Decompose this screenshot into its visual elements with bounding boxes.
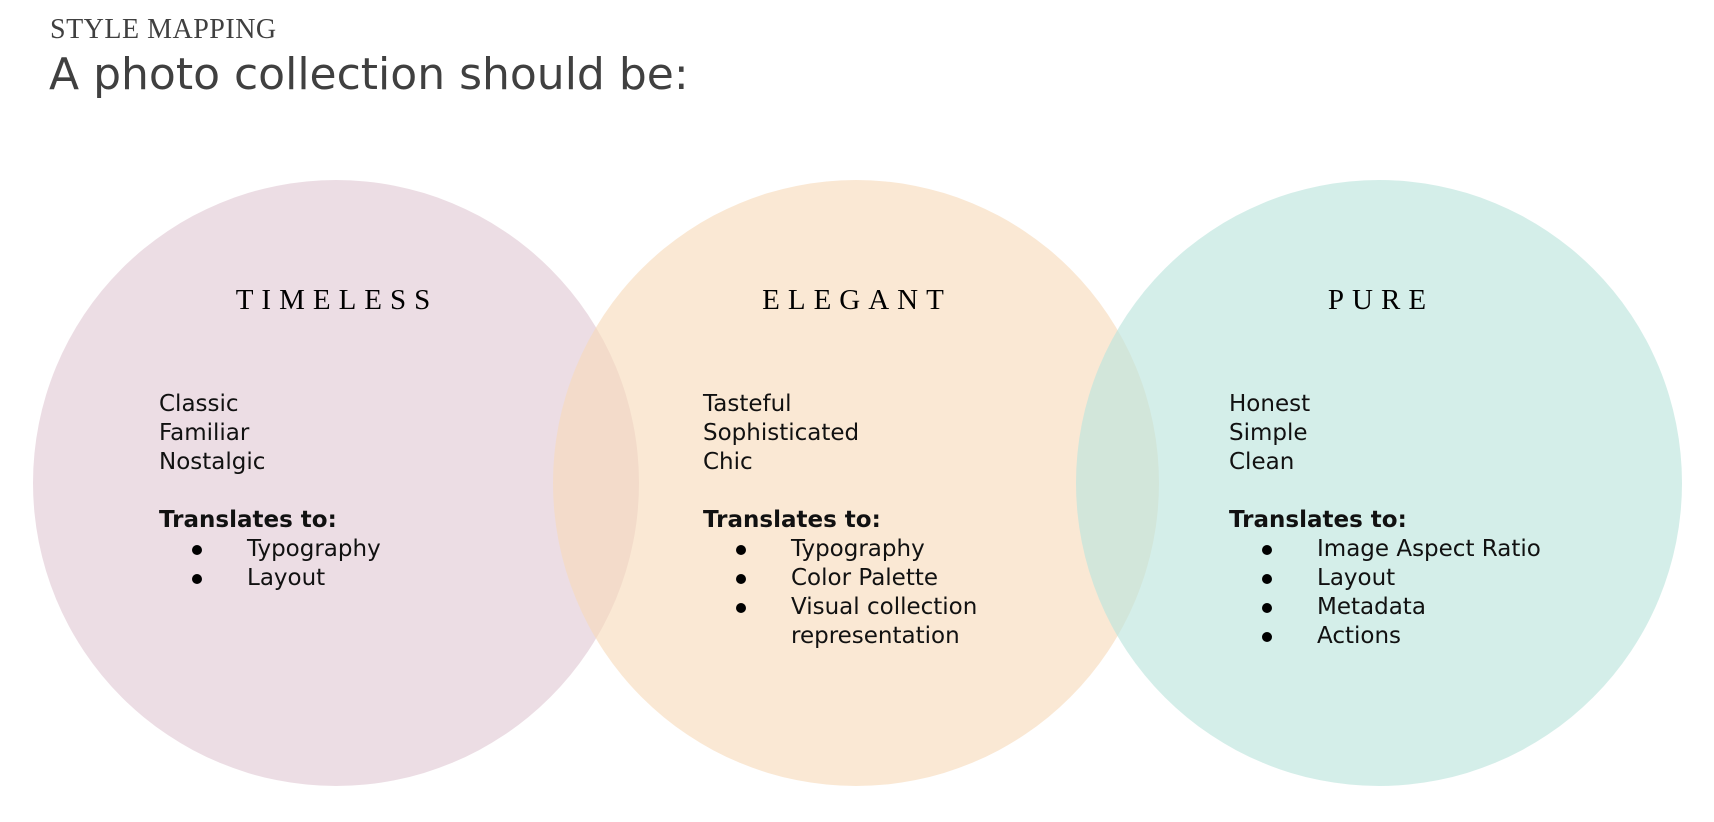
- circle-pure: [1076, 180, 1682, 786]
- bullet-text: Typography: [247, 536, 381, 562]
- bullet-list: Image Aspect Ratio Layout Metadata Actio…: [1229, 535, 1541, 651]
- bullet-icon: [192, 574, 202, 584]
- bullet-item: Typography: [703, 535, 977, 564]
- word-item: Simple: [1229, 420, 1308, 446]
- bullet-item: Actions: [1229, 622, 1541, 651]
- block-pure: Honest Simple Clean Translates to: Image…: [1229, 390, 1541, 651]
- bullet-list: Typography Color Palette Visual collecti…: [703, 535, 977, 651]
- bullet-icon: [1262, 545, 1272, 555]
- bullet-text: Metadata: [1317, 594, 1426, 620]
- bullet-list: Typography Layout: [159, 535, 381, 593]
- bullet-icon: [192, 545, 202, 555]
- word-item: Sophisticated: [703, 420, 860, 446]
- heading-elegant: ELEGANT: [762, 284, 952, 316]
- bullet-text: Actions: [1317, 623, 1402, 649]
- word-item: Nostalgic: [159, 449, 266, 475]
- words-list: Honest Simple Clean: [1229, 390, 1541, 477]
- block-timeless: Classic Familiar Nostalgic Translates to…: [159, 390, 381, 593]
- translates-label: Translates to:: [703, 507, 881, 533]
- word-item: Chic: [703, 449, 753, 475]
- bullet-text: Layout: [247, 565, 326, 591]
- circle-timeless: [33, 180, 639, 786]
- bullet-item: Metadata: [1229, 593, 1541, 622]
- word-item: Familiar: [159, 420, 250, 446]
- heading-pure: PURE: [1327, 284, 1435, 316]
- word-item: Tasteful: [703, 391, 792, 417]
- words-list: Classic Familiar Nostalgic: [159, 390, 381, 477]
- bullet-item: Typography: [159, 535, 381, 564]
- bullet-item: Layout: [159, 564, 381, 593]
- word-item: Honest: [1229, 391, 1311, 417]
- bullet-text: Layout: [1317, 565, 1396, 591]
- words-list: Tasteful Sophisticated Chic: [703, 390, 977, 477]
- word-item: Classic: [159, 391, 239, 417]
- translates-label: Translates to:: [1229, 507, 1407, 533]
- spacer: [1229, 477, 1541, 506]
- bullet-icon: [736, 574, 746, 584]
- bullet-text: Image Aspect Ratio: [1317, 536, 1541, 562]
- bullet-item: Color Palette: [703, 564, 977, 593]
- bullet-icon: [1262, 632, 1272, 642]
- block-elegant: Tasteful Sophisticated Chic Translates t…: [703, 390, 977, 651]
- spacer: [159, 477, 381, 506]
- bullet-item: Image Aspect Ratio: [1229, 535, 1541, 564]
- bullet-icon: [1262, 574, 1272, 584]
- bullet-item: Visual collection representation: [703, 593, 977, 651]
- bullet-icon: [1262, 603, 1272, 613]
- bullet-text-continued: representation: [791, 623, 960, 649]
- page-title: A photo collection should be:: [49, 49, 689, 100]
- bullet-item: Layout: [1229, 564, 1541, 593]
- translates-label: Translates to:: [159, 507, 337, 533]
- bullet-text: Typography: [791, 536, 925, 562]
- eyebrow-label: STYLE MAPPING: [50, 14, 277, 45]
- bullet-text: Color Palette: [791, 565, 939, 591]
- bullet-icon: [736, 545, 746, 555]
- circle-elegant: [553, 180, 1159, 786]
- spacer: [703, 477, 977, 506]
- word-item: Clean: [1229, 449, 1295, 475]
- bullet-text: Visual collection: [791, 594, 978, 620]
- bullet-icon: [736, 603, 746, 613]
- heading-timeless: TIMELESS: [235, 284, 439, 316]
